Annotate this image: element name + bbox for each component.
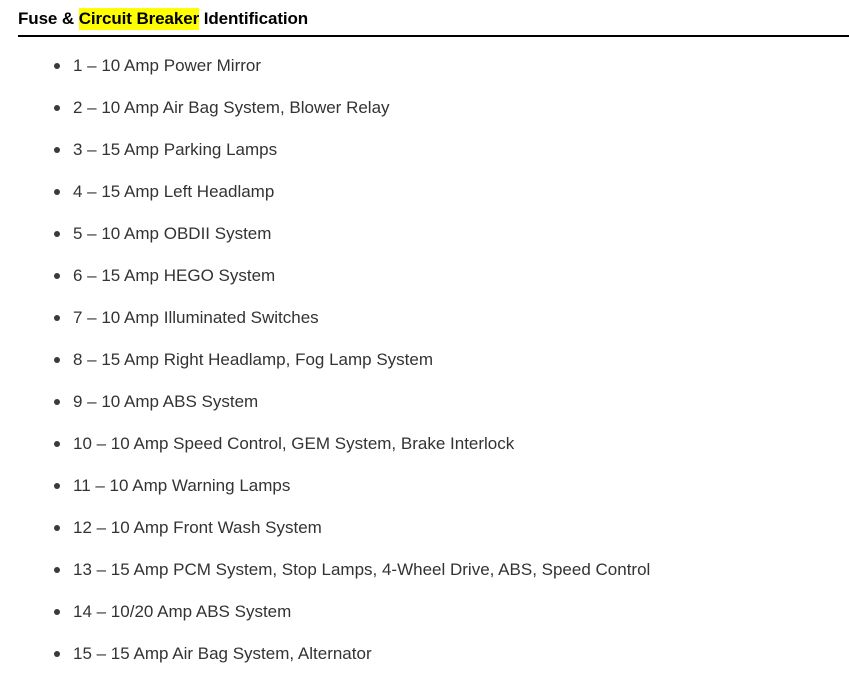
list-item: 12 – 10 Amp Front Wash System xyxy=(0,507,849,549)
list-item: 13 – 15 Amp PCM System, Stop Lamps, 4-Wh… xyxy=(0,549,849,591)
list-item: 7 – 10 Amp Illuminated Switches xyxy=(0,297,849,339)
page-title: Fuse & Circuit Breaker Identification xyxy=(18,8,849,30)
fuse-item-label: 3 – 15 Amp Parking Lamps xyxy=(73,140,278,159)
fuse-item-label: 1 – 10 Amp Power Mirror xyxy=(73,56,262,75)
bullet-icon xyxy=(54,63,60,69)
fuse-item-label: 5 – 10 Amp OBDII System xyxy=(73,224,272,243)
list-item: 4 – 15 Amp Left Headlamp xyxy=(0,171,849,213)
fuse-item-label: 14 – 10/20 Amp ABS System xyxy=(73,602,292,621)
page-title-prefix: Fuse & xyxy=(18,9,79,28)
list-item: 15 – 15 Amp Air Bag System, Alternator xyxy=(0,633,849,675)
list-item: 3 – 15 Amp Parking Lamps xyxy=(0,129,849,171)
list-item: 9 – 10 Amp ABS System xyxy=(0,381,849,423)
bullet-icon xyxy=(54,231,60,237)
bullet-icon xyxy=(54,483,60,489)
bullet-icon xyxy=(54,399,60,405)
list-item: 5 – 10 Amp OBDII System xyxy=(0,213,849,255)
list-item: 6 – 15 Amp HEGO System xyxy=(0,255,849,297)
fuse-item-label: 4 – 15 Amp Left Headlamp xyxy=(73,182,275,201)
page-title-highlight: Circuit Breaker xyxy=(78,8,200,30)
heading-block: Fuse & Circuit Breaker Identification xyxy=(0,0,849,30)
bullet-icon xyxy=(54,189,60,195)
fuse-item-label: 11 – 10 Amp Warning Lamps xyxy=(73,476,291,495)
list-item: 1 – 10 Amp Power Mirror xyxy=(0,45,849,87)
fuse-list: 1 – 10 Amp Power Mirror 2 – 10 Amp Air Ba… xyxy=(0,45,849,675)
page-title-suffix: Identification xyxy=(199,9,309,28)
list-item: 2 – 10 Amp Air Bag System, Blower Relay xyxy=(0,87,849,129)
fuse-item-label: 6 – 15 Amp HEGO System xyxy=(73,266,276,285)
list-item: 10 – 10 Amp Speed Control, GEM System, B… xyxy=(0,423,849,465)
bullet-icon xyxy=(54,315,60,321)
fuse-item-label: 2 – 10 Amp Air Bag System, Blower Relay xyxy=(73,98,390,117)
fuse-item-label: 15 – 15 Amp Air Bag System, Alternator xyxy=(73,644,372,663)
bullet-icon xyxy=(54,147,60,153)
list-item: 11 – 10 Amp Warning Lamps xyxy=(0,465,849,507)
bullet-icon xyxy=(54,273,60,279)
fuse-item-label: 8 – 15 Amp Right Headlamp, Fog Lamp Syst… xyxy=(73,350,434,369)
bullet-icon xyxy=(54,609,60,615)
fuse-item-label: 10 – 10 Amp Speed Control, GEM System, B… xyxy=(73,434,515,453)
list-item: 14 – 10/20 Amp ABS System xyxy=(0,591,849,633)
fuse-item-label: 9 – 10 Amp ABS System xyxy=(73,392,259,411)
bullet-icon xyxy=(54,567,60,573)
bullet-icon xyxy=(54,441,60,447)
fuse-item-label: 13 – 15 Amp PCM System, Stop Lamps, 4-Wh… xyxy=(73,560,651,579)
bullet-icon xyxy=(54,525,60,531)
fuse-item-label: 12 – 10 Amp Front Wash System xyxy=(73,518,322,537)
bullet-icon xyxy=(54,651,60,657)
bullet-icon xyxy=(54,105,60,111)
list-item: 8 – 15 Amp Right Headlamp, Fog Lamp Syst… xyxy=(0,339,849,381)
title-divider xyxy=(18,35,849,37)
bullet-icon xyxy=(54,357,60,363)
fuse-item-label: 7 – 10 Amp Illuminated Switches xyxy=(73,308,319,327)
